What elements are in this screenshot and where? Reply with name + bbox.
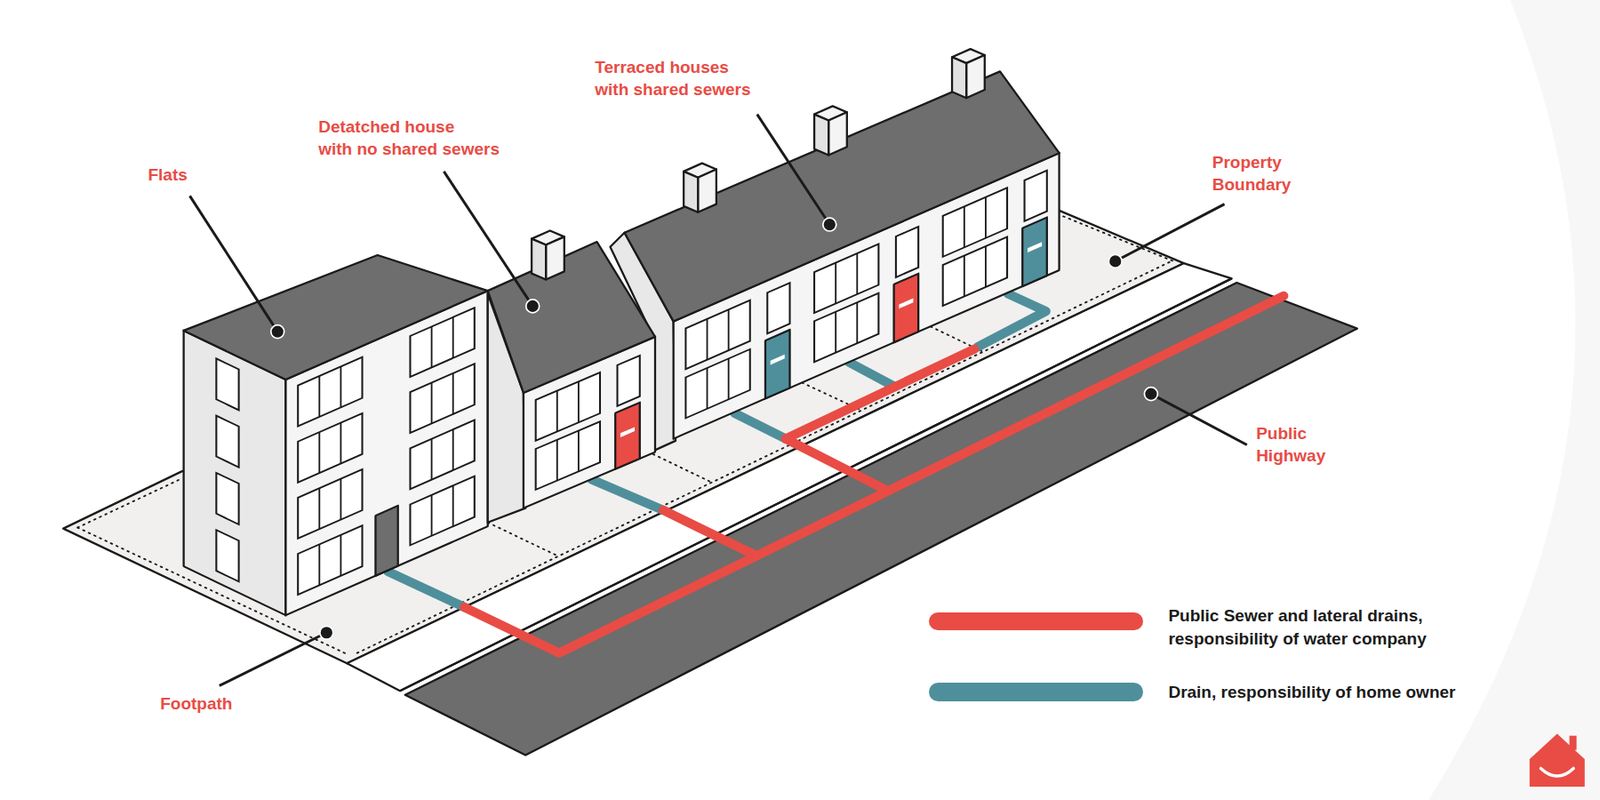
callout-label: Terraced houses with shared sewers	[594, 56, 751, 101]
leader-line	[219, 632, 328, 687]
leader-line	[271, 325, 285, 339]
terraced-houses	[814, 105, 848, 155]
terraced-houses	[624, 71, 1060, 321]
private-drain	[592, 480, 664, 511]
flats-building	[216, 416, 239, 468]
callout-label: Public Highway	[1256, 422, 1326, 467]
leader-line	[1108, 254, 1122, 268]
terraced-houses	[1027, 241, 1042, 253]
legend-label: Drain, responsibility of home owner	[1168, 680, 1456, 704]
callout-anchor: Footpath	[160, 692, 232, 715]
flats-building	[216, 358, 239, 410]
brand-logo	[1529, 733, 1585, 787]
callout-anchor: Terraced houses with shared sewers	[594, 56, 751, 101]
property-boundary-line	[488, 522, 559, 557]
public-sewer	[785, 439, 887, 490]
terraced-houses	[770, 354, 785, 366]
callout-anchor: Public Highway	[1256, 422, 1326, 467]
flats-building	[184, 255, 488, 380]
legend-anchor: Public Sewer and lateral drains, respons…	[1168, 604, 1426, 651]
leader-line	[823, 217, 837, 232]
flats-building	[184, 255, 488, 616]
flats-building	[409, 476, 474, 546]
callout-label: Flats	[147, 163, 187, 186]
terraced-houses	[609, 48, 1059, 451]
background-shade	[1428, 0, 1600, 800]
callout-anchor: Detatched house with no shared sewers	[318, 115, 500, 160]
terraced-houses	[894, 273, 920, 343]
private-drain	[735, 413, 786, 440]
callout-label: Footpath	[160, 692, 232, 715]
callout-anchor: Flats	[147, 163, 187, 186]
detached-house	[620, 426, 635, 437]
terraced-houses	[952, 48, 985, 98]
detached-house	[531, 230, 565, 280]
terraced-houses	[898, 298, 913, 310]
leader-line	[1144, 387, 1158, 401]
legend-swatch	[928, 682, 1144, 702]
property-boundary-line	[77, 478, 182, 528]
flats-building	[409, 363, 474, 433]
private-drain	[387, 571, 464, 608]
flats-building	[216, 529, 239, 582]
flats-building	[297, 469, 362, 539]
flats-building	[216, 472, 239, 525]
detached-house	[615, 402, 640, 470]
detached-house	[488, 241, 656, 393]
public-sewer	[663, 510, 755, 556]
leader-line	[190, 195, 279, 332]
legend-anchor: Drain, responsibility of home owner	[1168, 680, 1456, 704]
flats-building	[375, 505, 398, 576]
leader-line	[757, 114, 831, 225]
leader-line	[1115, 204, 1225, 262]
private-drain	[848, 362, 893, 386]
legend-swatch	[928, 612, 1144, 632]
flats-building	[297, 413, 362, 483]
flats-building	[297, 525, 362, 595]
flats-building	[409, 420, 474, 490]
leader-line	[1151, 393, 1248, 445]
brand-logo	[1540, 768, 1574, 776]
callout-label: Property Boundary	[1212, 151, 1292, 196]
leader-line	[526, 299, 540, 313]
legend-label: Public Sewer and lateral drains, respons…	[1168, 604, 1426, 651]
property-boundary-line	[653, 454, 713, 483]
terraced-houses	[765, 329, 791, 399]
leader-line	[190, 114, 1248, 687]
callout-label: Detatched house with no shared sewers	[318, 115, 500, 160]
terraced-houses	[1022, 217, 1048, 287]
callout-anchor: Property Boundary	[1212, 151, 1292, 196]
leader-line	[443, 171, 533, 307]
brand-logo	[1529, 733, 1585, 787]
leader-line	[320, 625, 334, 640]
terraced-houses	[683, 163, 717, 213]
